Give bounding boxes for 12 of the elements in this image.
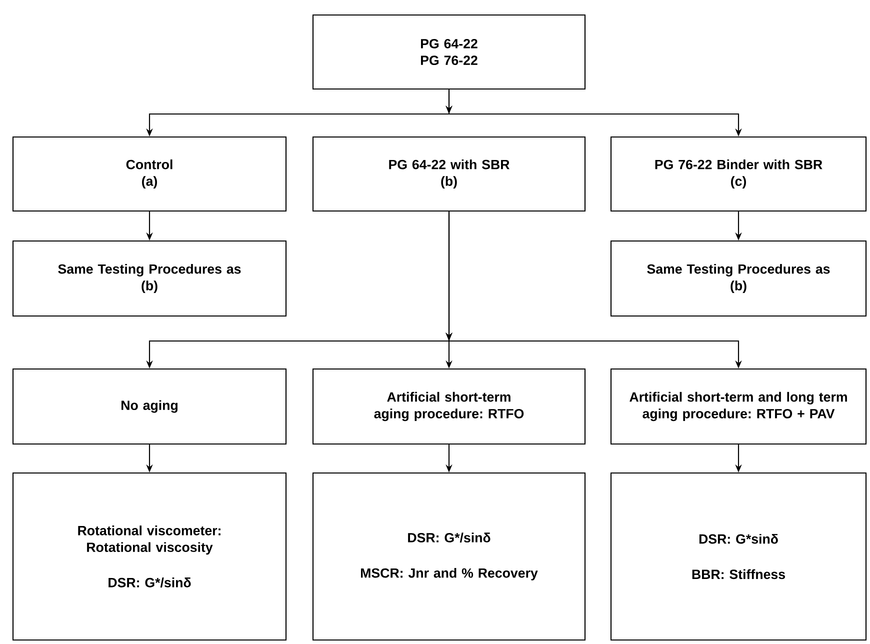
process-box: DSR: G*sinδ BBR: Stiffness	[610, 472, 867, 641]
process-box: PG 76-22 Binder with SBR (c)	[610, 136, 867, 212]
process-box: Artificial short-term aging procedure: RTFO	[312, 368, 586, 445]
process-box: PG 64-22 with SBR (b)	[312, 136, 586, 212]
process-box: Rotational viscometer: Rotational viscosity DSR: G*/sinδ	[12, 472, 287, 641]
process-box: DSR: G*/sinδ MSCR: Jnr and % Recovery	[312, 472, 586, 641]
process-box: Same Testing Procedures as (b)	[610, 240, 867, 317]
process-box: PG 64-22 PG 76-22	[312, 14, 586, 90]
process-box: Control (a)	[12, 136, 287, 212]
process-box: Artificial short-term and long term aging procedure: RTFO + PAV	[610, 368, 867, 445]
process-box: Same Testing Procedures as (b)	[12, 240, 287, 317]
process-box: No aging	[12, 368, 287, 445]
